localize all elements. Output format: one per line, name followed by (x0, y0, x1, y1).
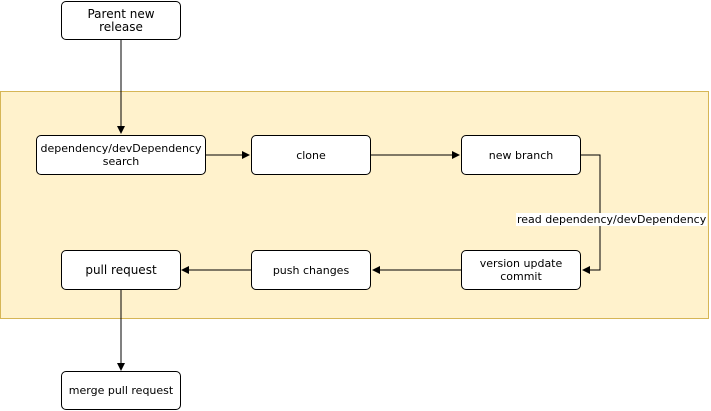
edge-label-read-dependency: read dependency/devDependency (516, 213, 708, 226)
node-parent-new-release: Parent new release (61, 1, 181, 40)
node-dependency-search: dependency/devDependency search (36, 135, 206, 175)
node-pull-request: pull request (61, 250, 181, 290)
node-merge-pull-request: merge pull request (61, 371, 181, 410)
node-push-changes: push changes (251, 250, 371, 290)
node-clone: clone (251, 135, 371, 175)
node-version-update-commit: version update commit (461, 250, 581, 290)
node-new-branch: new branch (461, 135, 581, 175)
edge-new-branch-to-commit (581, 154, 601, 274)
